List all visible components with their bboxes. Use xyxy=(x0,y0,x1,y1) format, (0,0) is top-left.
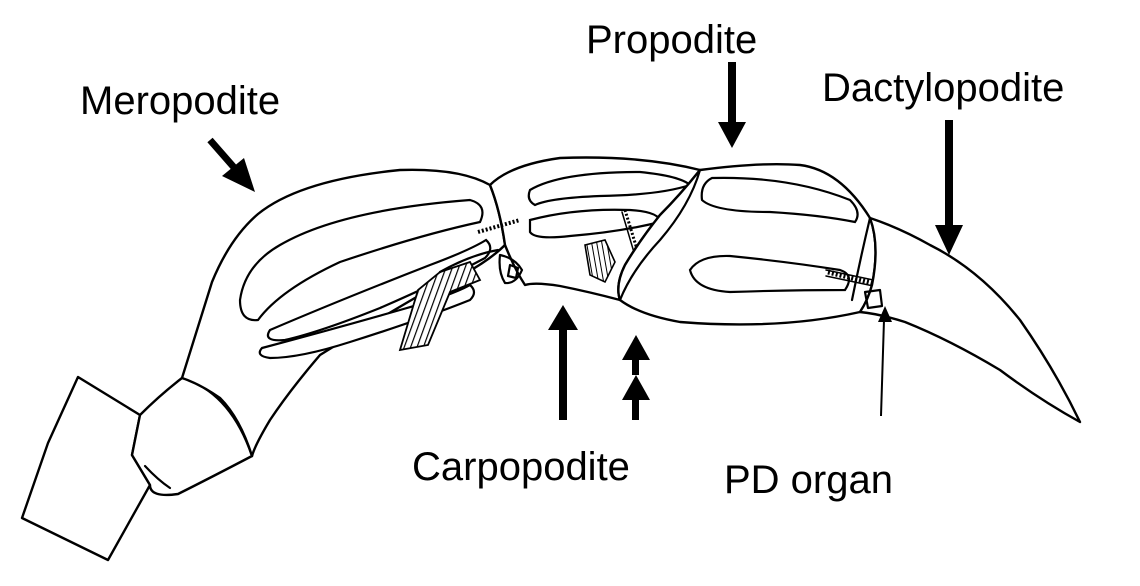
carpopodite-label: Carpopodite xyxy=(412,445,630,489)
propodite-label: Propodite xyxy=(586,18,757,62)
pd-organ-arrow xyxy=(878,306,892,416)
propodite-arrow xyxy=(718,62,746,148)
dactylopodite-arrow xyxy=(935,120,963,255)
dactylopodite-label: Dactylopodite xyxy=(822,66,1064,110)
meropodite-arrow xyxy=(210,140,255,192)
carpopodite-arrow xyxy=(548,305,578,420)
meropodite-label: Meropodite xyxy=(80,79,280,123)
carpopodite-double-arrow xyxy=(622,335,650,420)
pd-organ-label: PD organ xyxy=(724,458,893,502)
